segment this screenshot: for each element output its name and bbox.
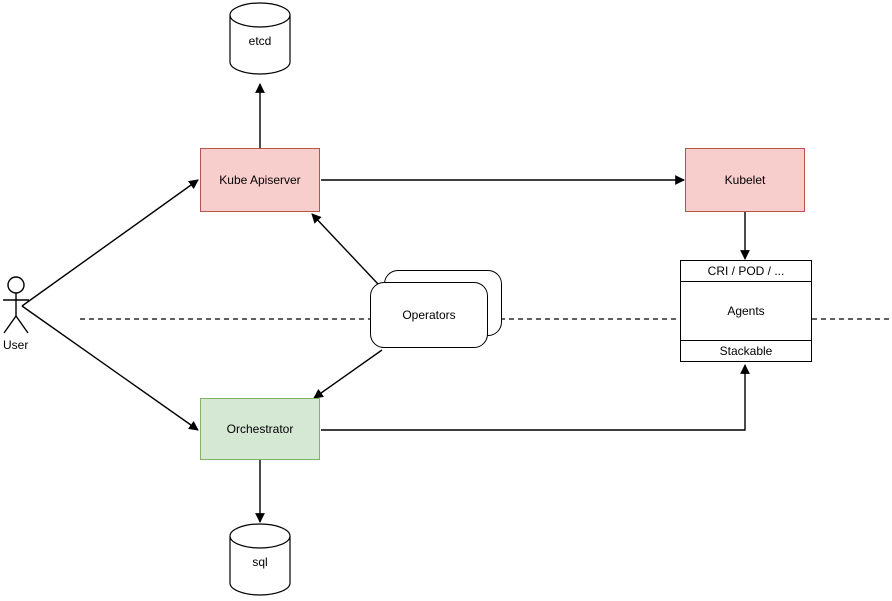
agents-cri-label: CRI / POD / ... bbox=[707, 264, 785, 278]
edge-user-to-apiserver bbox=[21, 179, 199, 307]
node-sql[interactable]: sql bbox=[229, 523, 291, 596]
edge-orchestrator-to-stackable bbox=[321, 364, 750, 431]
agents-main-label: Agents bbox=[727, 304, 765, 318]
agents-band-stackable[interactable]: Stackable bbox=[681, 340, 811, 361]
cylinder-shape bbox=[229, 2, 291, 75]
node-operators[interactable]: Operators bbox=[370, 270, 502, 350]
node-kube-apiserver[interactable]: Kube Apiserver bbox=[200, 148, 320, 212]
node-user[interactable]: User bbox=[1, 276, 43, 354]
node-user-label: User bbox=[3, 338, 29, 352]
node-orchestrator-label: Orchestrator bbox=[226, 421, 294, 436]
operators-stack-front[interactable]: Operators bbox=[370, 282, 488, 348]
edge-user-to-orchestrator bbox=[21, 305, 199, 431]
node-agents[interactable]: CRI / POD / ... Agents Stackable bbox=[680, 260, 812, 362]
node-kubelet[interactable]: Kubelet bbox=[685, 148, 805, 212]
edge-operators-to-apiserver bbox=[311, 213, 379, 285]
agents-band-cri[interactable]: CRI / POD / ... bbox=[681, 261, 811, 282]
node-operators-label: Operators bbox=[402, 308, 456, 322]
node-kubelet-label: Kubelet bbox=[724, 172, 766, 187]
actor-icon bbox=[3, 276, 29, 334]
node-sql-label: sql bbox=[252, 555, 268, 569]
edge-operators-to-orchestrator bbox=[313, 349, 383, 399]
cylinder-shape bbox=[229, 523, 291, 596]
agents-band-agents[interactable]: Agents bbox=[681, 282, 811, 340]
node-kube-apiserver-label: Kube Apiserver bbox=[219, 172, 301, 187]
node-etcd[interactable]: etcd bbox=[229, 2, 291, 75]
node-orchestrator[interactable]: Orchestrator bbox=[200, 398, 320, 460]
agents-stackable-label: Stackable bbox=[719, 344, 773, 358]
node-etcd-label: etcd bbox=[248, 34, 272, 48]
